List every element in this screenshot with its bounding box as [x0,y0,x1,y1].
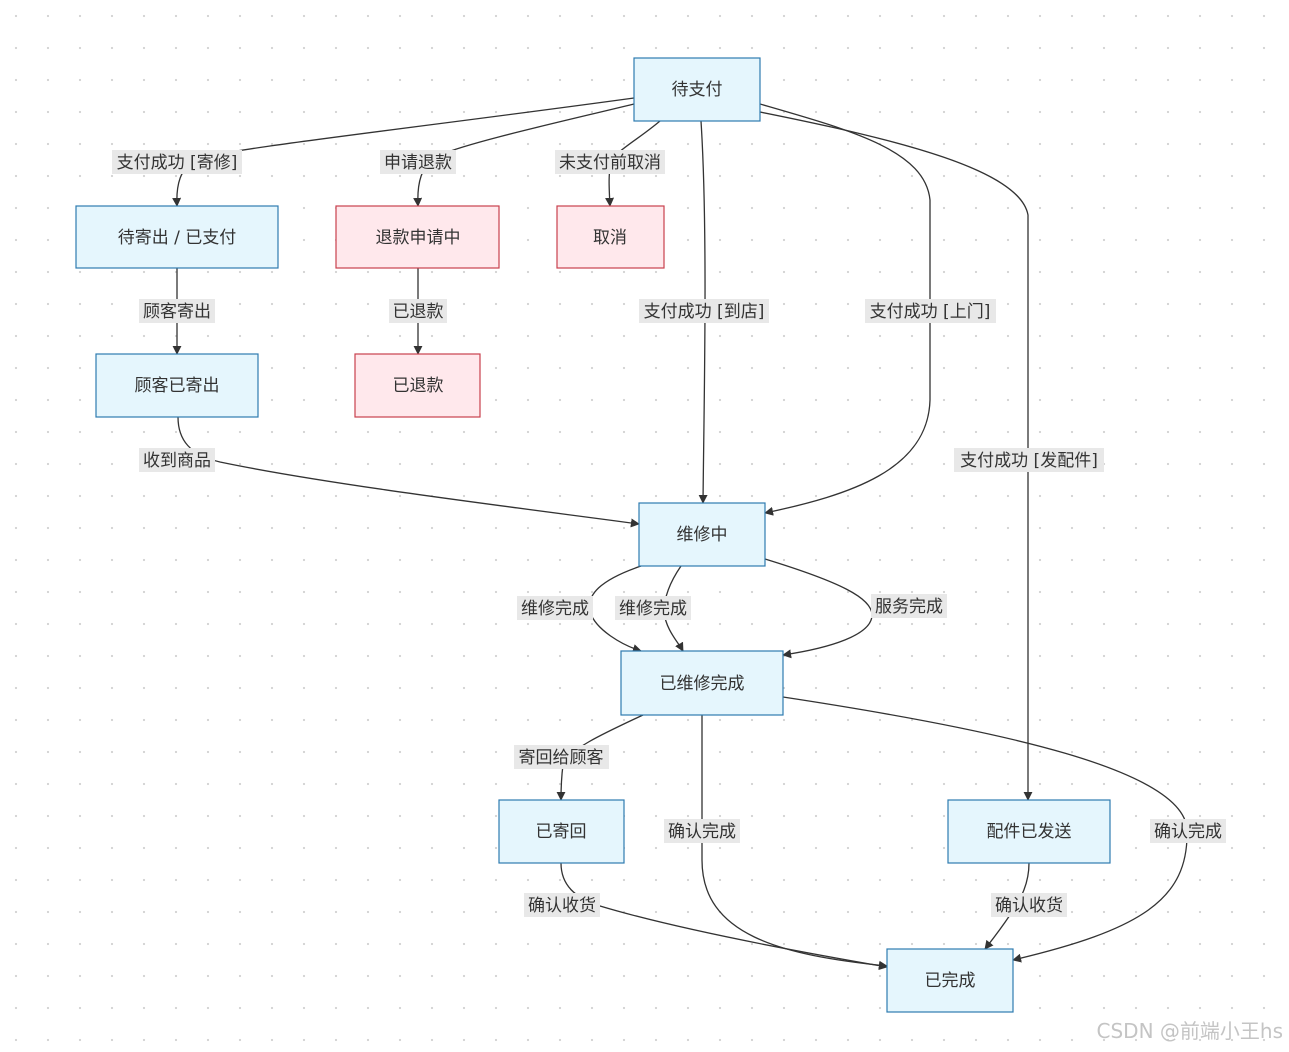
svg-text:支付成功 [发配件]: 支付成功 [发配件] [960,451,1098,471]
node-customer-shipped[interactable]: 顾客已寄出 [95,353,259,418]
label-confirm-receipt-2: 确认收货 [991,893,1067,917]
node-pending-payment[interactable]: 待支付 [633,57,761,122]
svg-text:已寄回: 已寄回 [536,822,587,842]
node-parts-sent[interactable]: 配件已发送 [947,799,1111,864]
label-ship-back-customer: 寄回给顾客 [514,745,609,769]
svg-text:收到商品: 收到商品 [143,451,211,471]
svg-text:未支付前取消: 未支付前取消 [559,153,661,173]
node-refunded[interactable]: 已退款 [354,353,481,418]
svg-text:已退款: 已退款 [393,302,444,322]
svg-text:已完成: 已完成 [925,971,976,991]
svg-text:维修完成: 维修完成 [619,599,687,619]
edge-confirm-done-2 [782,696,1188,963]
label-pay-parts: 支付成功 [发配件] [954,448,1104,472]
edge-goods-received [177,416,640,528]
node-repair-done[interactable]: 已维修完成 [620,650,784,716]
edge-confirm-done-1 [701,715,888,970]
label-repair-finished-2: 维修完成 [615,596,691,620]
label-confirm-receipt-1: 确认收货 [524,893,600,917]
svg-text:服务完成: 服务完成 [875,597,943,617]
svg-text:申请退款: 申请退款 [384,153,452,173]
label-refund-done: 已退款 [389,299,447,323]
svg-text:退款申请中: 退款申请中 [376,228,461,248]
node-shipped-back[interactable]: 已寄回 [498,799,625,864]
svg-text:顾客已寄出: 顾客已寄出 [135,376,220,396]
label-apply-refund: 申请退款 [380,150,456,174]
svg-text:待寄出 / 已支付: 待寄出 / 已支付 [118,228,237,248]
node-refund-applying[interactable]: 退款申请中 [335,205,500,269]
svg-text:已退款: 已退款 [393,376,444,396]
svg-text:维修完成: 维修完成 [521,599,589,619]
label-confirm-done-1: 确认完成 [664,819,740,843]
svg-text:支付成功 [寄修]: 支付成功 [寄修] [117,153,238,173]
svg-text:顾客寄出: 顾客寄出 [143,302,211,322]
svg-text:支付成功 [到店]: 支付成功 [到店] [644,302,765,322]
svg-text:待支付: 待支付 [672,80,723,100]
edge-pay-mail [172,97,635,207]
label-cancel-before-pay: 未支付前取消 [555,150,665,174]
svg-text:支付成功 [上门]: 支付成功 [上门] [870,302,991,322]
svg-text:确认完成: 确认完成 [1154,822,1222,842]
node-completed[interactable]: 已完成 [886,948,1014,1013]
svg-text:确认收货: 确认收货 [995,896,1063,916]
svg-text:配件已发送: 配件已发送 [987,822,1072,842]
svg-text:已维修完成: 已维修完成 [660,674,745,694]
edge-apply-refund [413,103,635,207]
label-pay-store: 支付成功 [到店] [639,299,769,323]
edge-pay-parts [759,111,1033,801]
svg-text:确认完成: 确认完成 [668,822,736,842]
label-service-finished: 服务完成 [871,594,947,618]
node-repairing[interactable]: 维修中 [638,502,766,567]
label-pay-onsite: 支付成功 [上门] [865,299,996,323]
edge-confirm-receipt-1 [560,862,888,971]
node-awaiting-shipment-paid[interactable]: 待寄出 / 已支付 [75,205,279,269]
node-cancelled[interactable]: 取消 [556,205,665,269]
label-customer-ship: 顾客寄出 [139,299,215,323]
label-confirm-done-2: 确认完成 [1150,819,1226,843]
svg-text:取消: 取消 [593,228,627,248]
watermark: CSDN @前端小王hs [1096,1019,1283,1043]
label-repair-finished-1: 维修完成 [517,596,593,620]
label-goods-received: 收到商品 [139,448,215,472]
edge-service-finished [764,558,873,659]
svg-text:寄回给顾客: 寄回给顾客 [519,748,604,768]
svg-text:确认收货: 确认收货 [528,896,596,916]
label-pay-mail: 支付成功 [寄修] [112,150,242,174]
svg-text:维修中: 维修中 [677,525,728,545]
